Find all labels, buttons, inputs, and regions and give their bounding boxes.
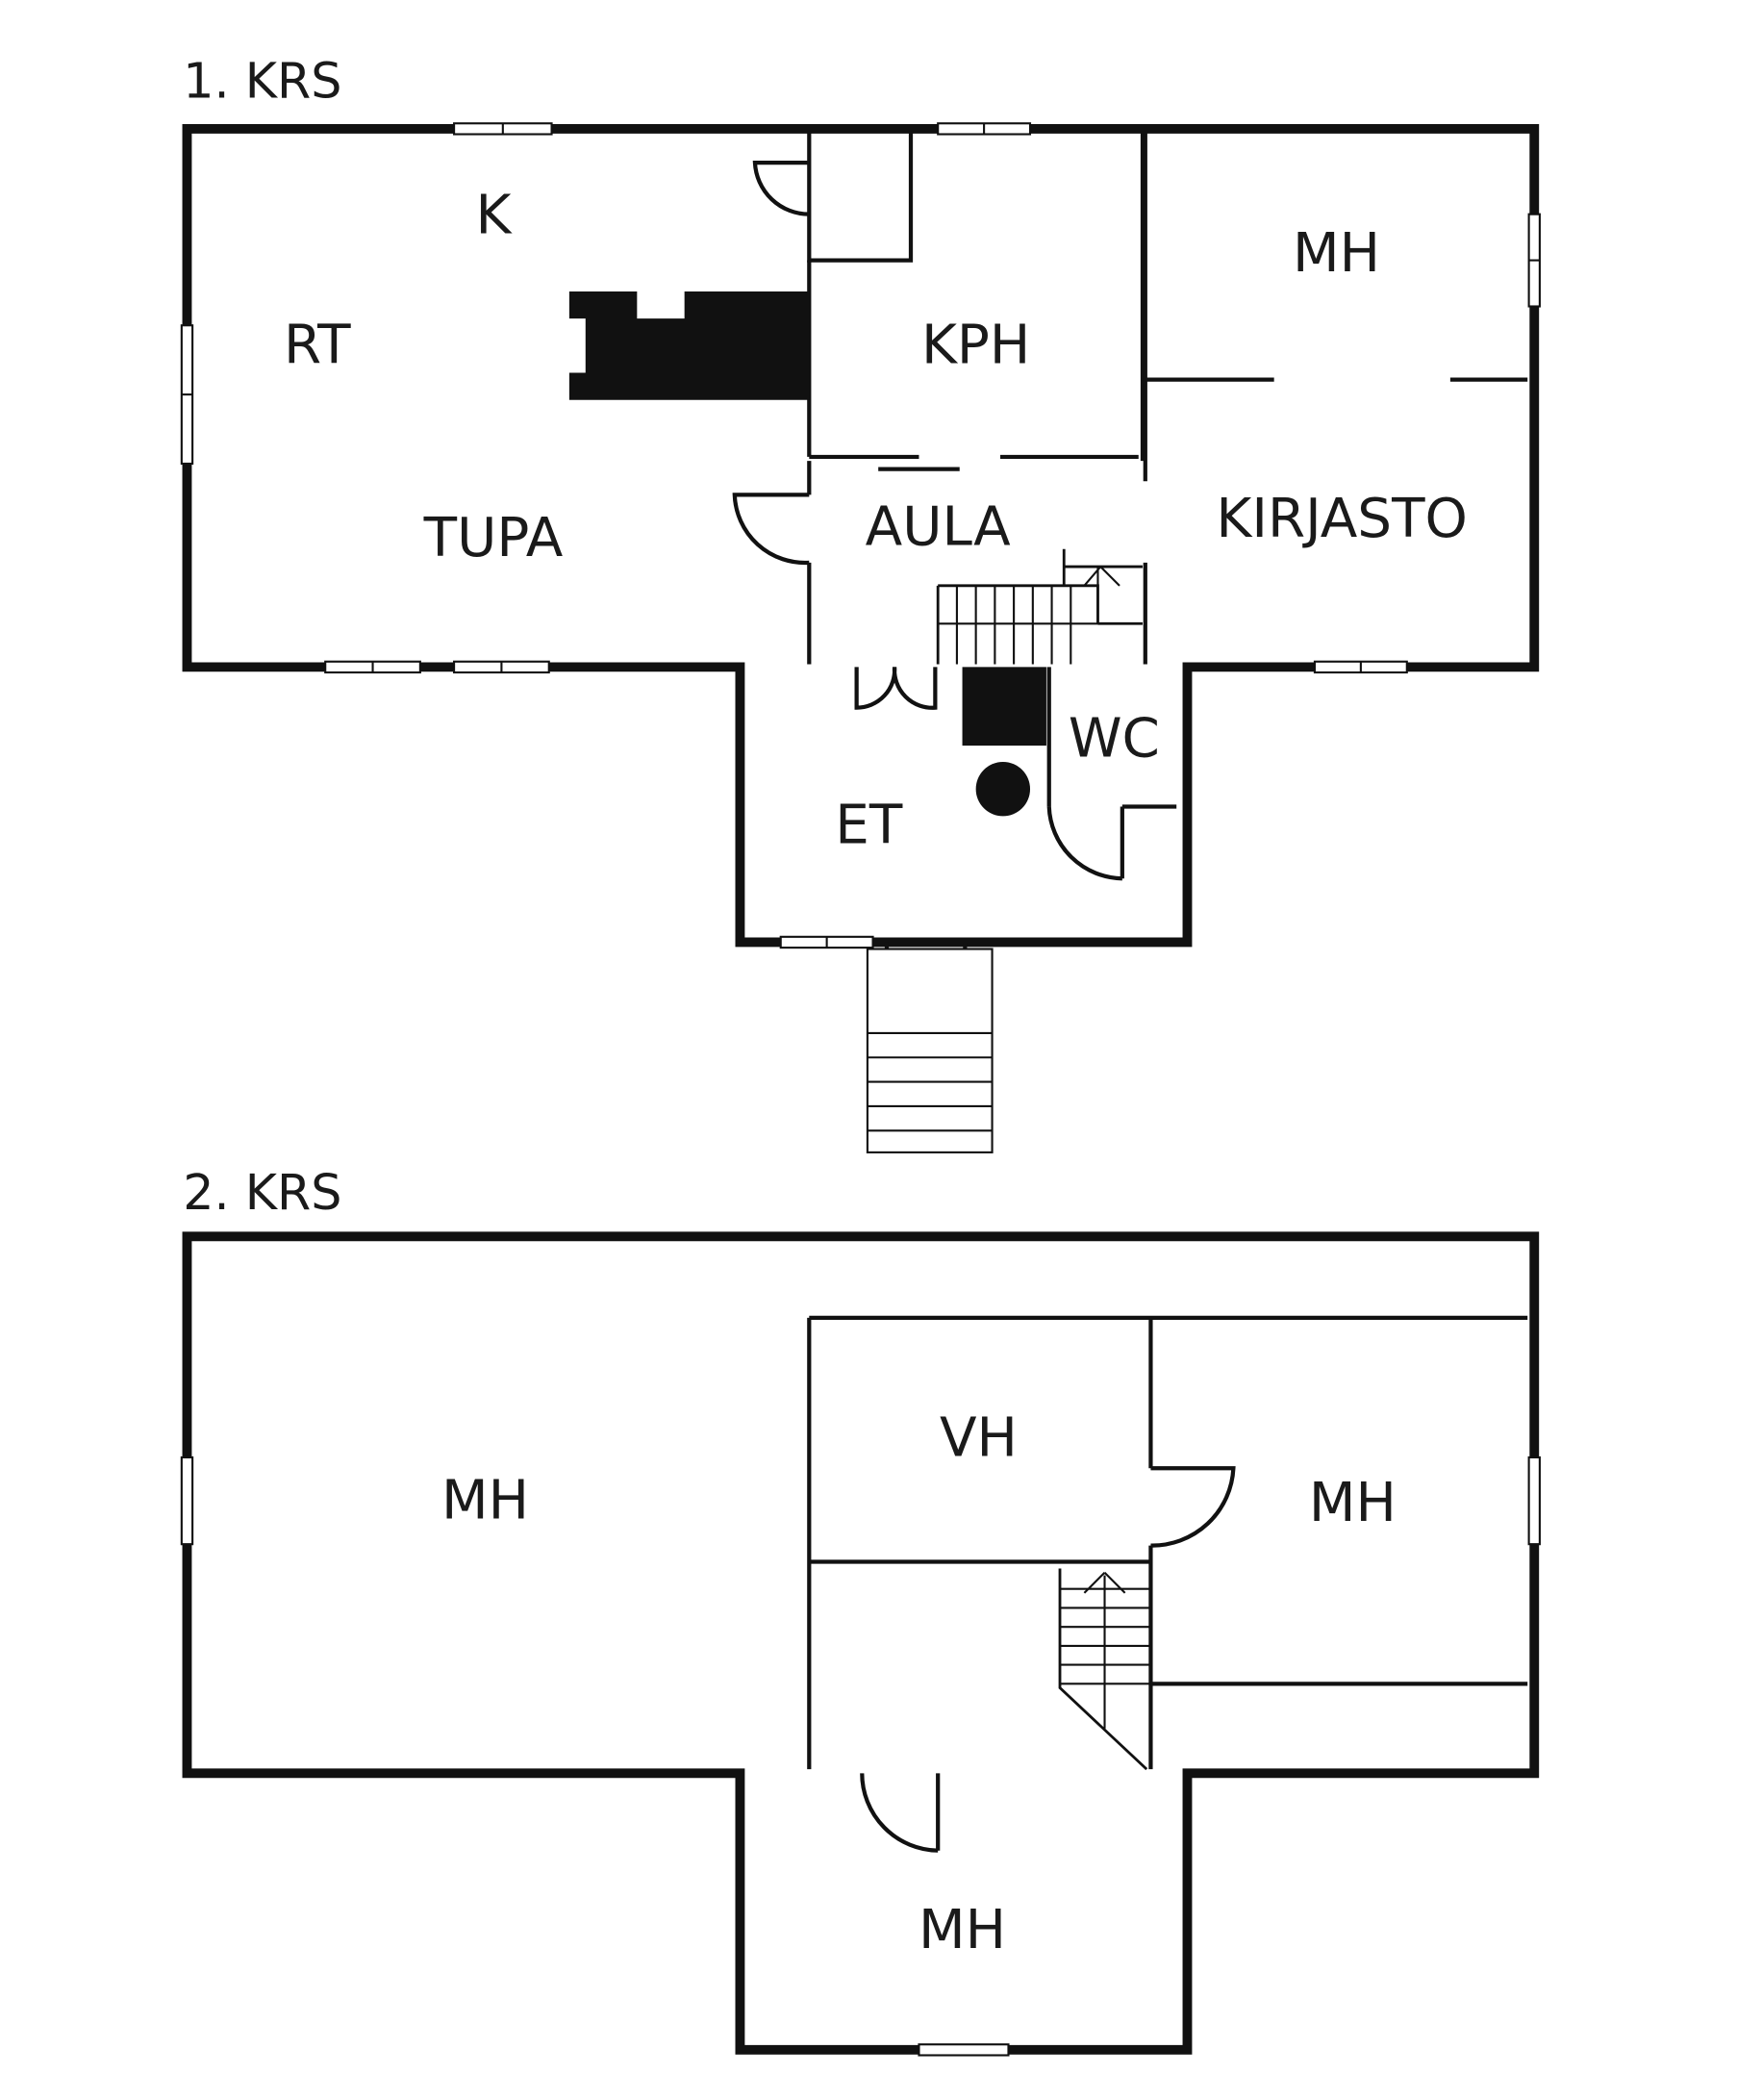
room-label: MH: [441, 1469, 529, 1531]
floor-2-title: 2. KRS: [183, 1164, 341, 1221]
room-label: TUPA: [423, 507, 564, 569]
room-label: KIRJASTO: [1216, 488, 1467, 550]
floor-2-interior-walls: [807, 1315, 1528, 1851]
room-label: KPH: [921, 315, 1030, 377]
room-label: MH: [919, 1899, 1006, 1961]
floor-2: 2. KRS MH VH MH MH: [180, 1164, 1541, 2057]
floor-1-title: 1. KRS: [183, 52, 341, 109]
floor-1: 1. KRS: [180, 52, 1541, 1153]
stove: [962, 667, 1046, 746]
room-label: RT: [284, 315, 351, 377]
room-label: AULA: [866, 496, 1011, 559]
room-label: VH: [940, 1407, 1018, 1470]
floor-2-doors: [860, 1466, 1236, 1853]
room-label: MH: [1309, 1472, 1397, 1534]
floor-1-doors: [732, 161, 1122, 1022]
room-label: K: [475, 184, 513, 246]
chimney-round: [975, 762, 1031, 817]
floor-1-windows: [180, 122, 1541, 949]
floor-1-staircase: [936, 548, 1143, 665]
floor-2-windows: [180, 1455, 1541, 2057]
floor-2-staircase: [1058, 1568, 1151, 1771]
room-label: ET: [835, 795, 903, 857]
fireplace: [568, 291, 810, 400]
entrance-steps: [866, 948, 994, 1153]
room-label: MH: [1293, 222, 1380, 285]
room-label: WC: [1069, 707, 1160, 770]
floor-2-outer-wall: [182, 1231, 1540, 2055]
